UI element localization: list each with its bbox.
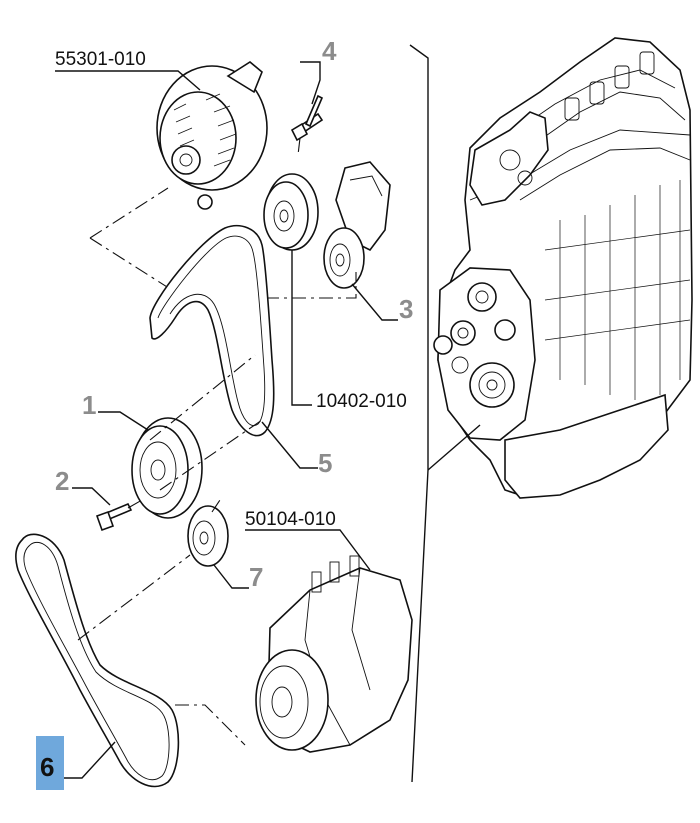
alternator-part-code[interactable]: 55301-010 [55,49,146,70]
bolt-4-number[interactable]: 4 [322,36,337,66]
idler-pulley[interactable] [263,173,319,251]
belt-6-number[interactable]: 6 [40,752,54,782]
idler-7-number[interactable]: 7 [249,562,263,592]
alternator[interactable] [156,61,268,210]
bolt-4[interactable] [290,94,324,142]
idler-7[interactable] [187,505,229,567]
bolt-2[interactable] [95,502,133,532]
belt-5[interactable] [149,224,275,437]
belt-6[interactable] [15,533,180,788]
idler-pulley-part-code[interactable]: 10402-010 [316,391,407,412]
compressor-part-code[interactable]: 50104-010 [245,509,336,530]
crank-pulley-1-number[interactable]: 1 [82,390,96,420]
crank-pulley-1[interactable] [131,417,203,519]
tensioner-3[interactable] [323,161,391,289]
tensioner-3-number[interactable]: 3 [399,294,413,324]
belt-5-number[interactable]: 5 [318,448,332,478]
belt-6-highlight [36,736,64,790]
bolt-2-number[interactable]: 2 [55,466,69,496]
compressor[interactable] [255,555,413,753]
engine-assembly[interactable] [433,37,693,499]
